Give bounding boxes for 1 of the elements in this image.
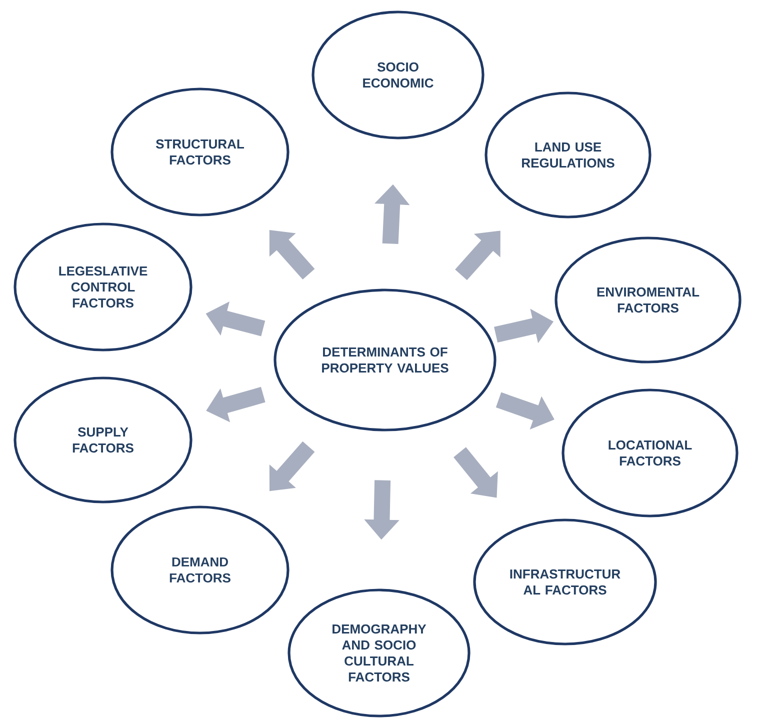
block-arrow xyxy=(269,230,315,280)
